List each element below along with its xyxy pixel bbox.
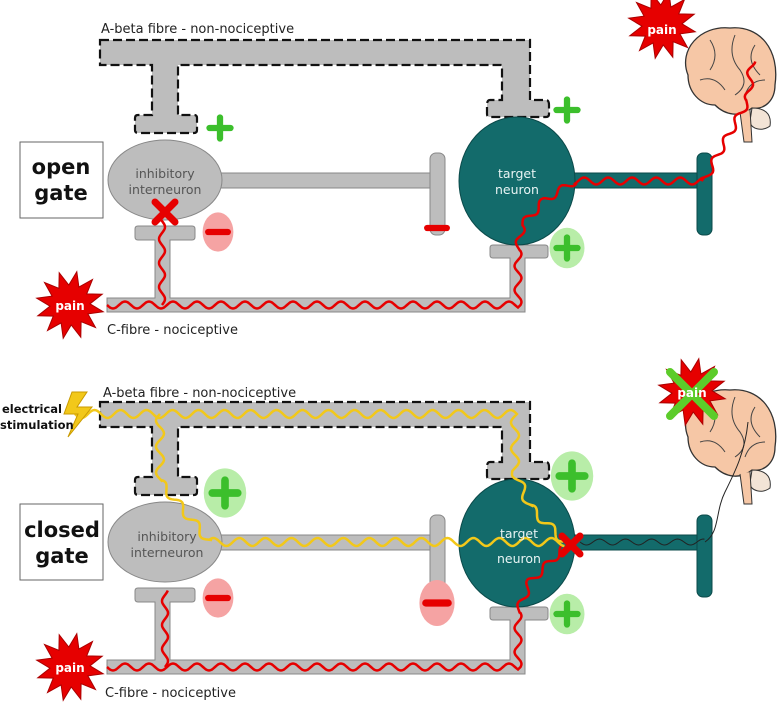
- target-neuron-label-line2: neuron: [497, 551, 541, 566]
- c-fibre: [106, 587, 549, 675]
- interneuron-label-line1: inhibitory: [137, 529, 197, 544]
- brain-icon: [684, 27, 777, 115]
- plus-icon: [553, 600, 581, 628]
- stimulation-signal-wave: [74, 408, 564, 543]
- cross-icon: [558, 532, 584, 558]
- plus-icon: [208, 476, 242, 510]
- lightning-icon: [63, 391, 94, 438]
- panel-closed-gate: closed gate A-beta fibre - non-nocicepti…: [19, 386, 296, 701]
- brain-folds: [699, 34, 766, 96]
- target-neuron-label-line1: target: [500, 526, 538, 541]
- pain-signal-wave: [106, 61, 757, 310]
- pain-starburst-icon: [35, 270, 105, 340]
- plus-icon: [555, 459, 589, 493]
- plus-icon: [553, 234, 581, 262]
- open-gate-circuit: [35, 0, 777, 340]
- gate-label-line2: gate: [34, 181, 87, 205]
- abeta-fibre-label: A-beta fibre - non-nociceptive: [101, 22, 294, 37]
- target-neuron-terminal: [696, 514, 713, 598]
- interneuron-label-line2: interneuron: [131, 545, 204, 560]
- blocked-signal-line: [579, 421, 749, 546]
- target-neuron-label-line2: neuron: [495, 182, 539, 197]
- closed-gate-circuit: [35, 357, 777, 702]
- pain-starburst-icon: [35, 632, 105, 702]
- plus-icon: [206, 114, 234, 142]
- gate-label-line1: open: [32, 155, 91, 179]
- pain-input-label: pain: [55, 299, 84, 313]
- brain-stem-icon: [739, 109, 753, 143]
- interneuron-terminal: [429, 152, 446, 236]
- gate-label-box: [19, 503, 104, 581]
- electrical-stimulation-label-line1: electrical: [2, 402, 62, 416]
- target-neuron-terminal: [696, 152, 713, 236]
- cfibre-label: C-fibre - nociceptive: [107, 323, 238, 338]
- target-neuron-label-line1: target: [498, 166, 536, 181]
- stimulation-signal-wave: [154, 413, 565, 548]
- abeta-fibre-label: A-beta fibre - non-nociceptive: [103, 386, 296, 401]
- cross-icon: [666, 368, 718, 420]
- pain-brain-label: pain: [647, 23, 676, 37]
- gate-label-box: [19, 141, 104, 219]
- panel-open-gate: open gate A-beta fibre - non-nociceptive…: [19, 22, 294, 338]
- abeta-fibre: [98, 400, 551, 497]
- pain-signal-wave: [106, 544, 563, 672]
- inhibitory-interneuron: [107, 501, 223, 583]
- pain-starburst-icon: [627, 0, 697, 60]
- cross-icon: [151, 198, 179, 226]
- target-neuron: [458, 116, 576, 246]
- interneuron-axon: [209, 172, 436, 189]
- target-neuron-axon: [564, 172, 703, 189]
- interneuron-label-line1: inhibitory: [135, 166, 195, 181]
- pain-brain-label: pain: [677, 386, 706, 400]
- abeta-fibre: [98, 38, 551, 135]
- cerebellum-icon: [749, 107, 771, 130]
- cerebellum-icon: [749, 469, 771, 492]
- pain-input-label: pain: [55, 661, 84, 675]
- electrical-stimulation-label-line2: stimulation: [0, 418, 74, 432]
- plus-icon: [553, 96, 581, 124]
- cfibre-label: C-fibre - nociceptive: [105, 686, 236, 701]
- gate-label-line2: gate: [35, 544, 88, 568]
- pain-signal-wave: [157, 214, 167, 306]
- c-fibre: [106, 225, 549, 313]
- gate-label-line1: closed: [24, 518, 100, 542]
- inhibitory-interneuron: [107, 139, 223, 221]
- pain-signal-wave: [160, 589, 170, 668]
- brain-stem-icon: [739, 471, 753, 505]
- interneuron-label-line2: interneuron: [129, 182, 202, 197]
